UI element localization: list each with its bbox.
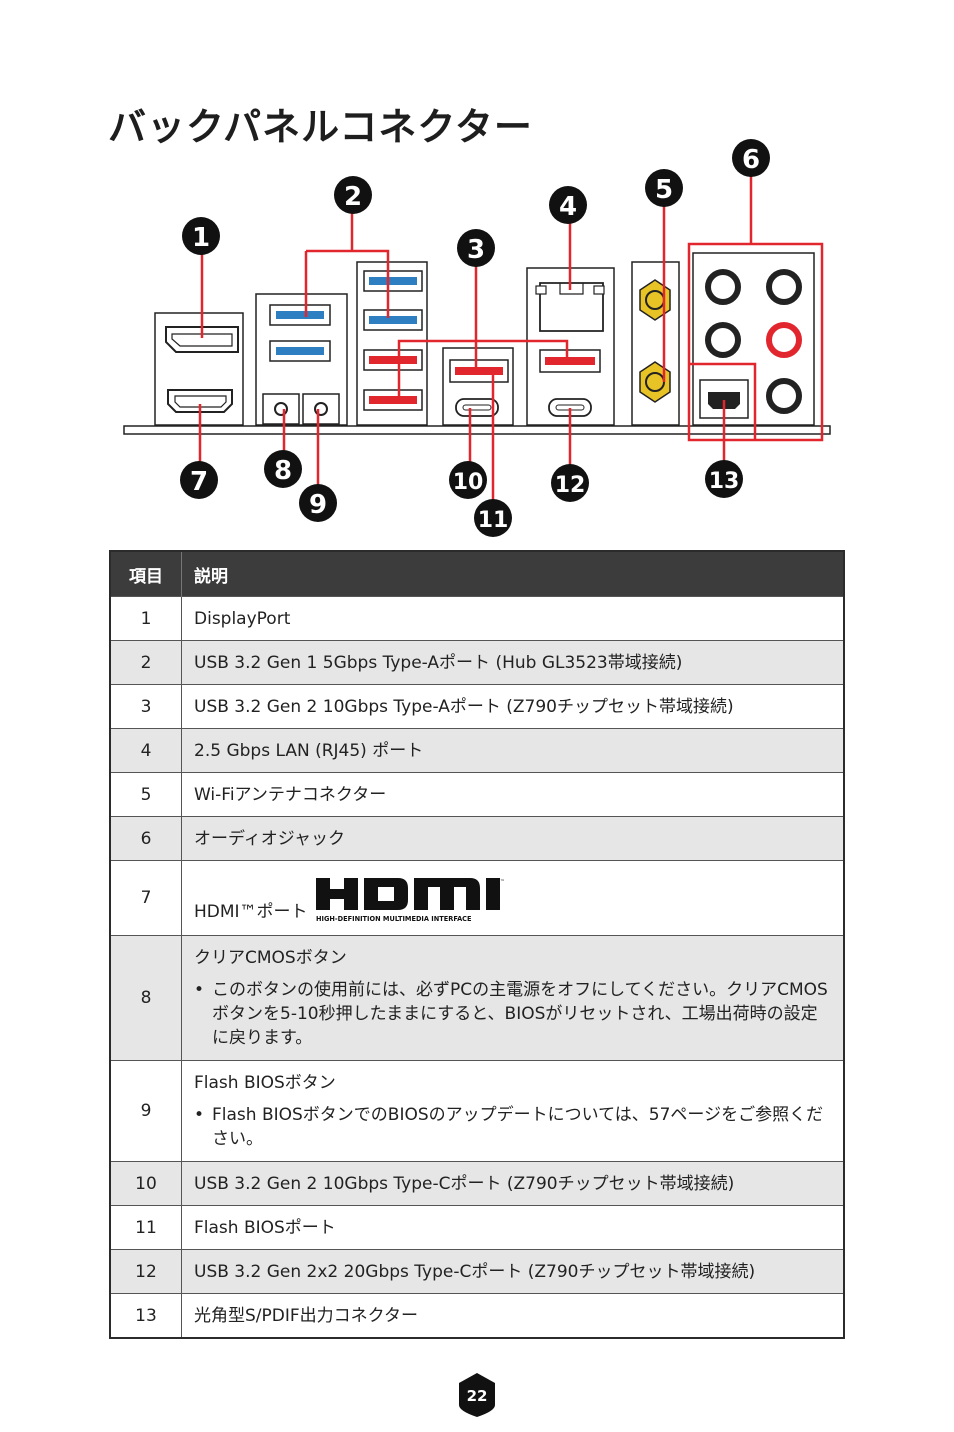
callout-7: 7: [180, 461, 218, 499]
callout-4: 4: [549, 186, 587, 224]
table-row: 6 オーディオジャック: [110, 816, 844, 861]
svg-text:22: 22: [467, 1387, 488, 1405]
table-row: 4 2.5 Gbps LAN (RJ45) ポート: [110, 728, 844, 773]
table-row: 5 Wi-Fiアンテナコネクター: [110, 772, 844, 817]
table-row: 12 USB 3.2 Gen 2x2 20Gbps Type-Cポート (Z79…: [110, 1249, 844, 1294]
svg-text:12: 12: [555, 473, 586, 498]
header-description: 説明: [181, 551, 844, 597]
svg-text:1: 1: [192, 223, 210, 253]
svg-text:11: 11: [478, 508, 509, 533]
table-row: 1 DisplayPort: [110, 596, 844, 641]
connector-table: 項目 説明 1 DisplayPort 2 USB 3.2 Gen 1 5Gbp…: [109, 550, 845, 1339]
table-row: 8 クリアCMOSボタン •このボタンの使用前には、必ずPCの主電源をオフにして…: [110, 935, 844, 1061]
svg-text:HIGH-DEFINITION MULTIMEDIA INT: HIGH-DEFINITION MULTIMEDIA INTERFACE: [316, 915, 472, 923]
svg-text:™: ™: [500, 879, 504, 885]
usb-a-red-port: [369, 356, 417, 364]
table-header-row: 項目 説明: [110, 551, 844, 597]
callout-10: 10: [449, 461, 487, 499]
callout-9: 9: [299, 484, 337, 522]
usb-a-blue-port: [276, 311, 324, 319]
table-row: 2 USB 3.2 Gen 1 5Gbps Type-Aポート (Hub GL3…: [110, 640, 844, 685]
callout-6: 6: [732, 139, 770, 177]
table-row: 9 Flash BIOSボタン •Flash BIOSボタンでのBIOSのアップ…: [110, 1060, 844, 1162]
back-panel-diagram: 1 2 3 4 5 6 7 8 9 10 11 12 13: [123, 139, 831, 537]
callout-3: 3: [457, 229, 495, 267]
svg-text:9: 9: [309, 490, 327, 520]
callout-11: 11: [474, 499, 512, 537]
usb-c-port-icon: [455, 398, 499, 417]
page-number-badge: 22: [459, 1373, 495, 1417]
svg-text:8: 8: [274, 456, 292, 486]
header-item: 項目: [110, 551, 182, 597]
audio-jack-icon: [705, 269, 741, 305]
usb-a-red-port: [369, 396, 417, 404]
callout-12: 12: [551, 464, 589, 502]
svg-text:6: 6: [742, 145, 760, 175]
table-row: 7 HDMI™ポート ™: [110, 860, 844, 936]
hdmi-logo: ™ HIGH-DEFINITION MULTIMEDIA INTERFACE: [315, 878, 504, 923]
audio-jack-icon: [766, 378, 802, 414]
svg-text:4: 4: [559, 192, 577, 222]
audio-jack-red-icon: [766, 322, 802, 358]
lan-port-icon: [539, 282, 604, 332]
svg-text:7: 7: [190, 467, 208, 497]
callout-8: 8: [264, 450, 302, 488]
table-row: 13 光角型S/PDIF出力コネクター: [110, 1293, 844, 1338]
table-row: 11 Flash BIOSポート: [110, 1205, 844, 1250]
svg-text:13: 13: [709, 469, 740, 494]
table-row: 10 USB 3.2 Gen 2 10Gbps Type-Cポート (Z790チ…: [110, 1161, 844, 1206]
io-shield-edge: [123, 425, 831, 435]
callout-5: 5: [645, 169, 683, 207]
svg-text:3: 3: [467, 235, 485, 265]
audio-jack-icon: [705, 322, 741, 358]
callout-1: 1: [182, 217, 220, 255]
svg-text:10: 10: [453, 470, 484, 495]
callout-2: 2: [334, 176, 372, 214]
table-row: 3 USB 3.2 Gen 2 10Gbps Type-Aポート (Z790チッ…: [110, 684, 844, 729]
svg-text:2: 2: [344, 182, 362, 212]
page-title: バックパネルコネクター: [108, 105, 533, 149]
usb-a-blue-port: [276, 347, 324, 355]
svg-text:5: 5: [655, 175, 673, 205]
audio-jack-icon: [766, 269, 802, 305]
callout-13: 13: [705, 460, 743, 498]
